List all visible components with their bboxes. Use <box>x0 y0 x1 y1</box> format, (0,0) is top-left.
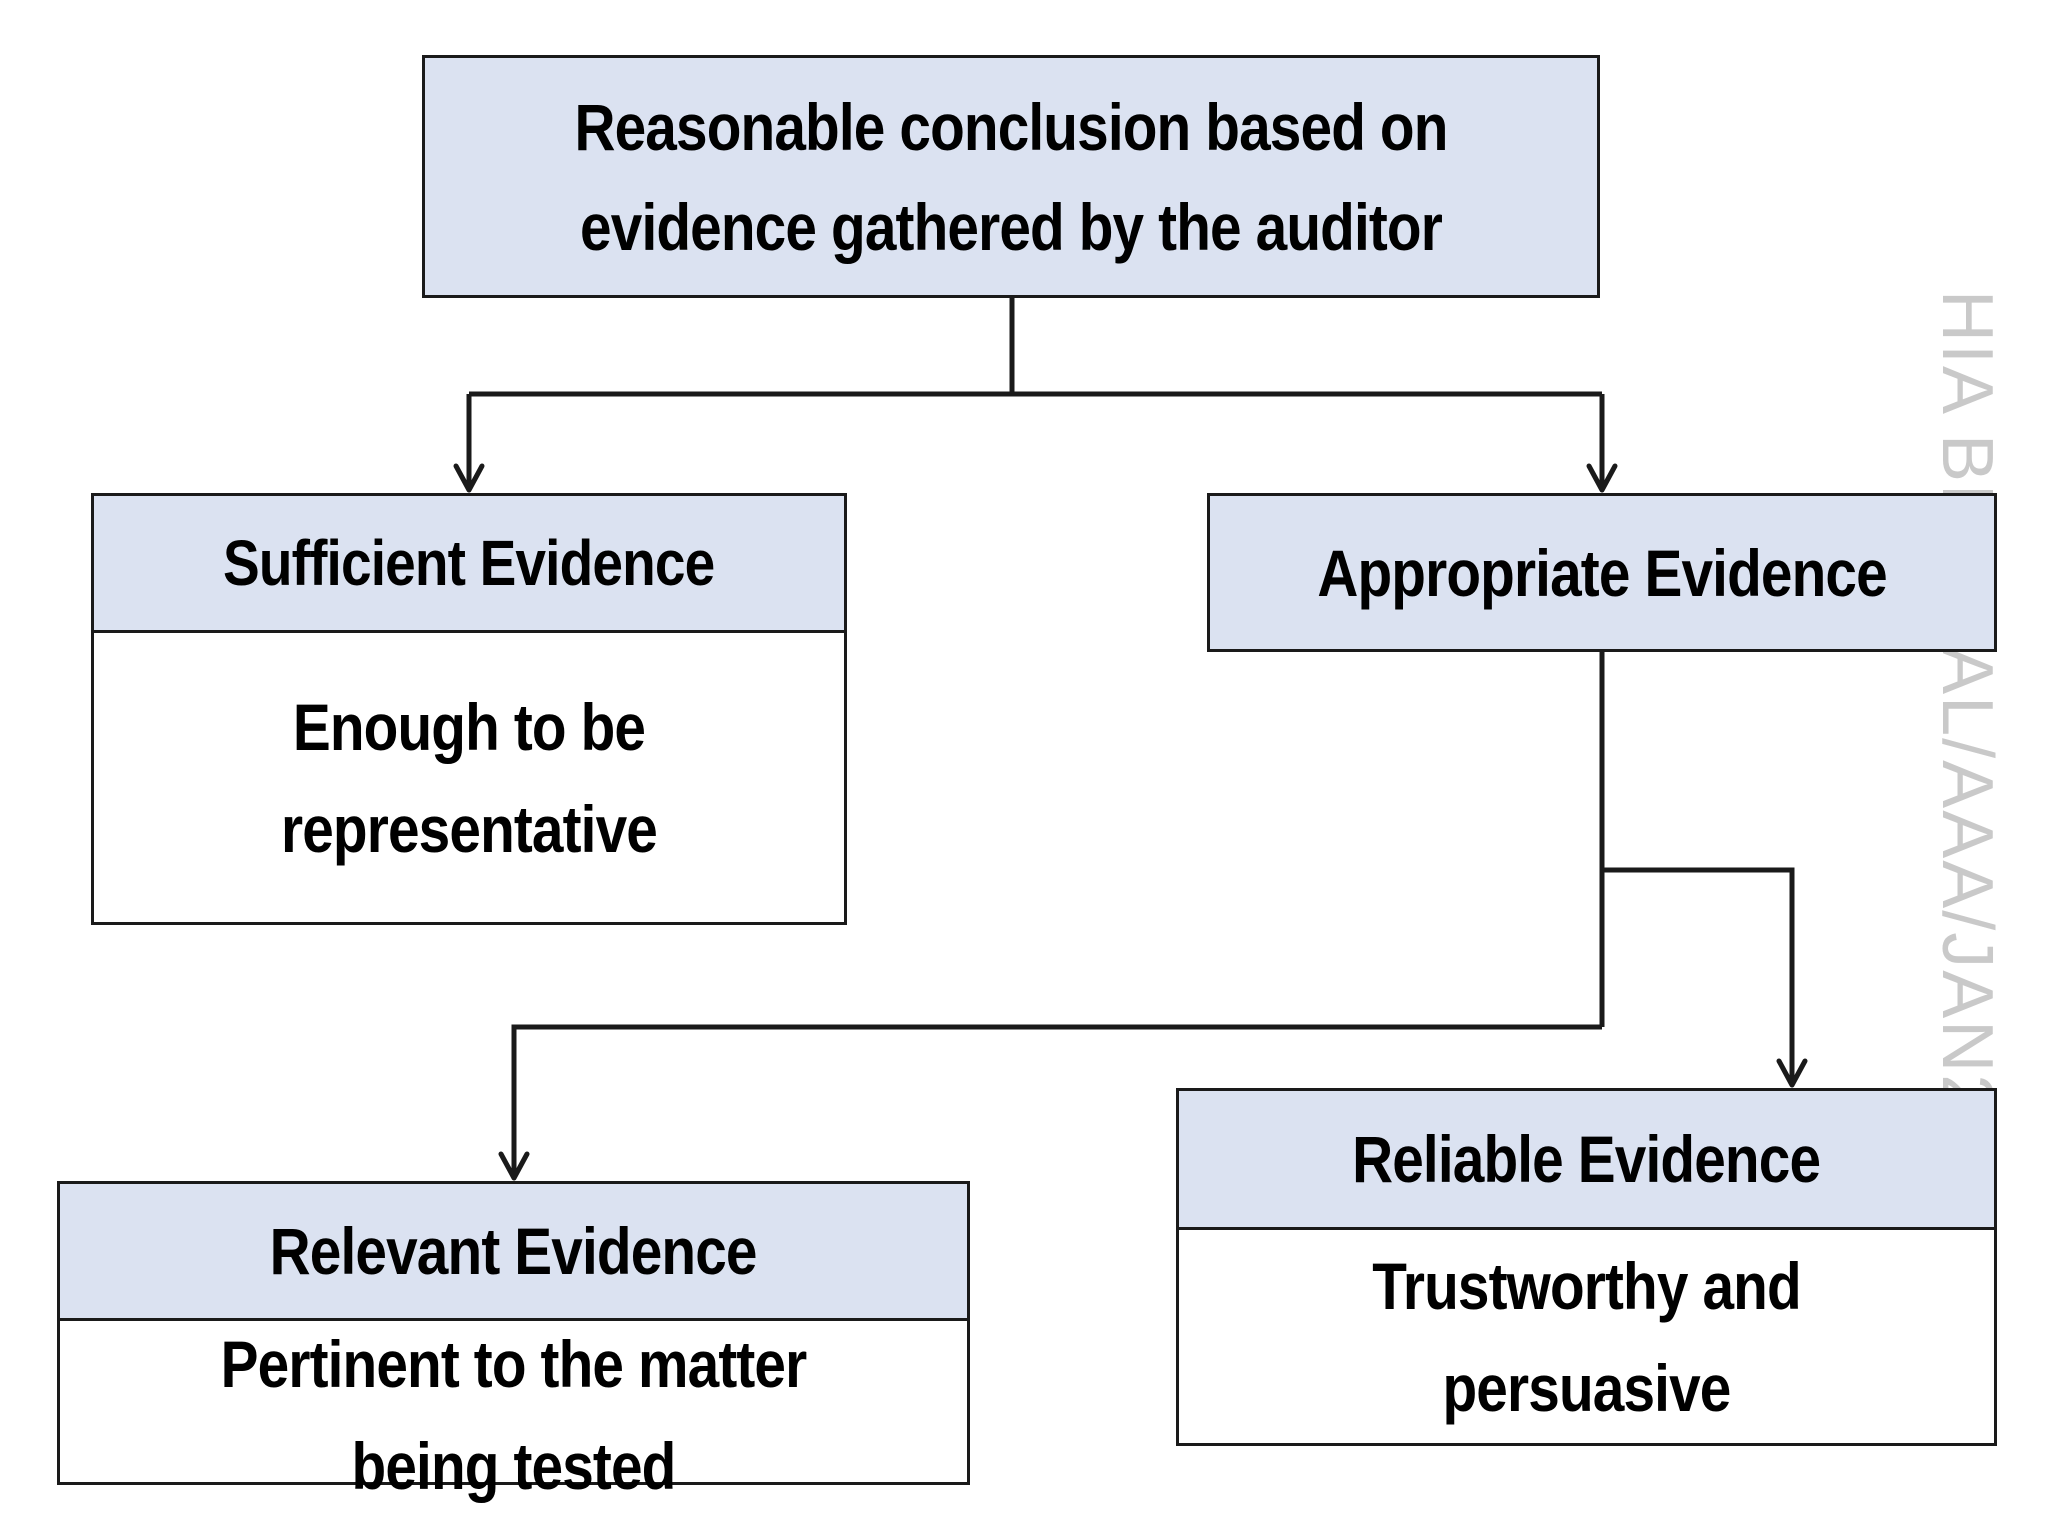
sufficient-evidence-header: Sufficient Evidence <box>94 496 844 633</box>
appropriate-evidence-title: Appropriate Evidence <box>1317 535 1887 610</box>
appropriate-evidence-node: Appropriate Evidence <box>1207 493 1997 652</box>
relevant-evidence-title: Relevant Evidence <box>269 1214 758 1288</box>
relevant-evidence-description: Pertinent to the matter being tested <box>220 1327 808 1503</box>
sufficient-evidence-description: Enough to be representative <box>280 689 658 866</box>
reliable-evidence-description: Trustworthy and persuasive <box>1372 1248 1801 1425</box>
arrowhead-sufficient <box>453 463 485 493</box>
appropriate-evidence-header: Appropriate Evidence <box>1210 496 1994 649</box>
relevant-evidence-node: Relevant Evidence Pertinent to the matte… <box>57 1181 970 1503</box>
reliable-evidence-title: Reliable Evidence <box>1352 1122 1821 1196</box>
reliable-evidence-body: Trustworthy and persuasive <box>1179 1230 1994 1443</box>
relevant-evidence-body: Pertinent to the matter being tested <box>60 1321 967 1503</box>
watermark-text: HIA BENGAL/AAA/JAN2 <box>1927 290 2007 1117</box>
sufficient-evidence-node: Sufficient Evidence Enough to be represe… <box>91 493 847 925</box>
root-node: Reasonable conclusion based on evidence … <box>422 55 1600 298</box>
arrowhead-appropriate <box>1586 463 1618 493</box>
root-node-title-area: Reasonable conclusion based on evidence … <box>425 58 1597 295</box>
relevant-evidence-header: Relevant Evidence <box>60 1184 967 1321</box>
connector-to-reliable <box>1602 867 1795 1085</box>
reliable-evidence-node: Reliable Evidence Trustworthy and persua… <box>1176 1088 1997 1446</box>
sufficient-evidence-title: Sufficient Evidence <box>223 527 715 599</box>
arrowhead-reliable <box>1776 1058 1808 1088</box>
sufficient-evidence-body: Enough to be representative <box>94 633 844 922</box>
root-node-title: Reasonable conclusion based on evidence … <box>574 89 1448 264</box>
reliable-evidence-header: Reliable Evidence <box>1179 1091 1994 1230</box>
arrowhead-relevant <box>498 1151 530 1181</box>
